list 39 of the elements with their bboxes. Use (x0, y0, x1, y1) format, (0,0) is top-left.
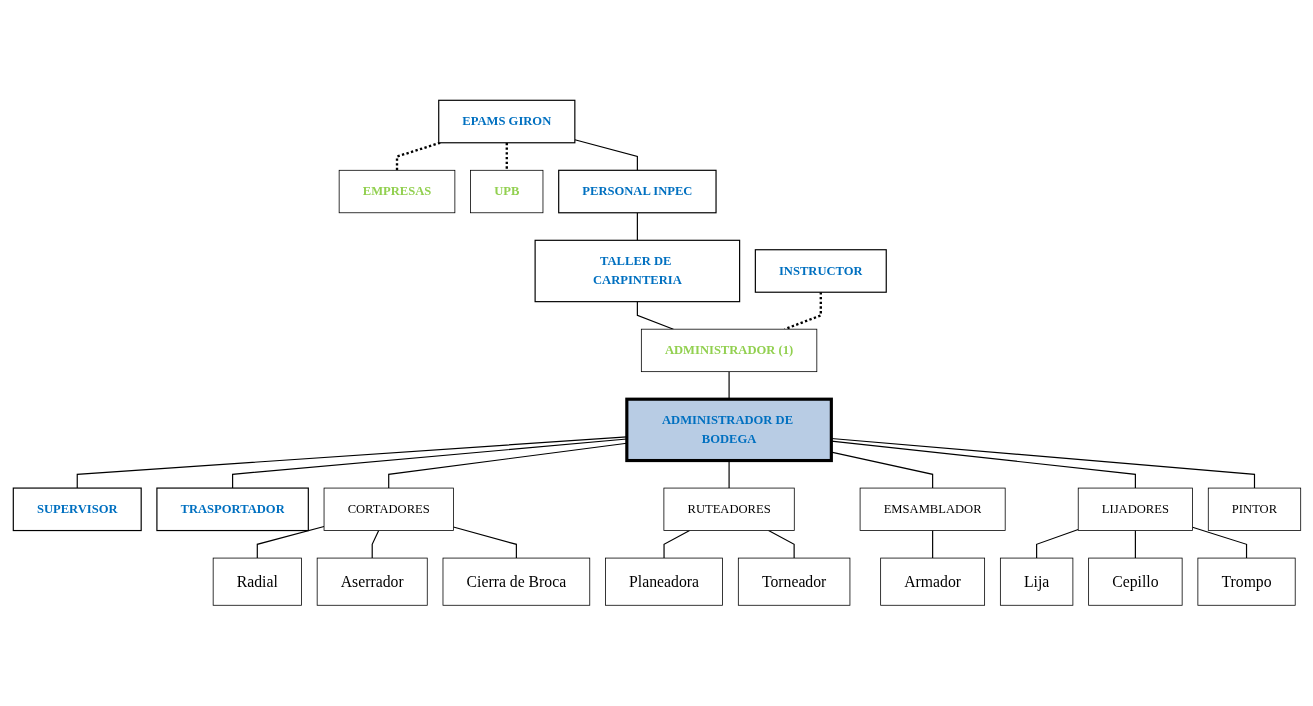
node-box: EPAMS GIRON (437, 99, 575, 144)
node-box: UPB (469, 170, 543, 214)
node-box: SUPERVISOR (12, 487, 142, 532)
connector (636, 212, 638, 242)
node-box: ADMINISTRADOR DE BODEGA (624, 397, 833, 463)
node-box: Torneador (737, 557, 850, 606)
node-box: Radial (212, 557, 302, 606)
node-box: Planeadora (604, 557, 723, 606)
connector (662, 530, 690, 559)
connector (1134, 530, 1136, 559)
node-box: Cepillo (1087, 557, 1183, 606)
node-box: CORTADORES (323, 487, 454, 532)
connector (1035, 529, 1079, 559)
node-box: TALLER DE CARPINTERIA (534, 239, 740, 303)
node-box: Aserrador (316, 557, 428, 606)
node-box: Trompo (1196, 557, 1296, 606)
connector (931, 530, 933, 559)
connector (395, 141, 441, 171)
node-box: TRASPORTADOR (155, 487, 309, 532)
node-box: EMPRESAS (338, 170, 455, 214)
connector (371, 530, 379, 559)
connector (1191, 526, 1247, 559)
connector (505, 143, 508, 171)
connector (452, 526, 517, 559)
connector (767, 530, 795, 559)
connector (256, 526, 325, 559)
node-box: RUTEADORES (663, 487, 795, 532)
connector (636, 301, 674, 330)
node-box: ADMINISTRADOR (1) (640, 329, 817, 373)
node-box: LIJADORES (1077, 487, 1193, 532)
node-box: INSTRUCTOR (754, 249, 887, 293)
node-box: EMSAMBLADOR (859, 487, 1006, 532)
node-box: Lija (999, 557, 1073, 606)
node-box: PINTOR (1207, 487, 1301, 532)
node-box: PERSONAL INPEC (557, 169, 717, 214)
node-box: Cierra de Broca (442, 557, 590, 606)
connector (728, 460, 730, 489)
node-box: Armador (879, 557, 985, 606)
connector (728, 371, 730, 400)
